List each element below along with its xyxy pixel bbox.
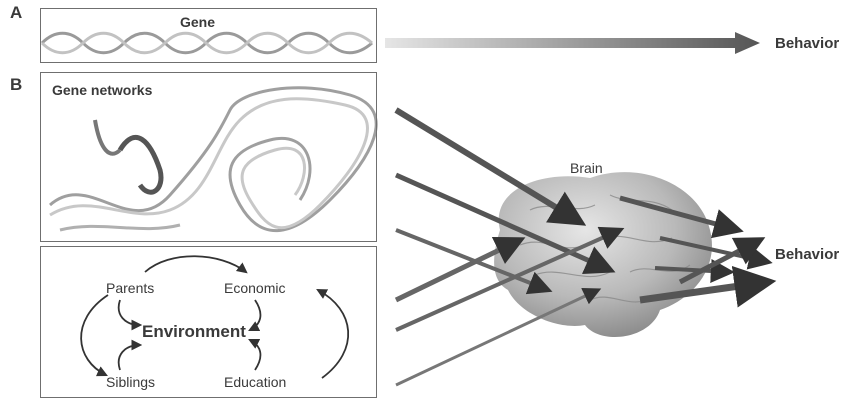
gene-networks-title: Gene networks: [52, 82, 152, 98]
behavior-label-right: Behavior: [775, 246, 839, 263]
panel-a-letter: A: [10, 3, 22, 23]
gene-title: Gene: [180, 14, 215, 30]
parents-label: Parents: [106, 280, 154, 296]
economic-label: Economic: [224, 280, 285, 296]
environment-label: Environment: [142, 322, 246, 342]
education-label: Education: [224, 374, 286, 390]
siblings-label: Siblings: [106, 374, 155, 390]
gene-to-behavior-arrow: [385, 32, 760, 54]
brain-illustration: [494, 172, 712, 337]
behavior-label-top: Behavior: [775, 35, 839, 52]
brain-label: Brain: [570, 160, 603, 176]
panel-b-letter: B: [10, 75, 22, 95]
